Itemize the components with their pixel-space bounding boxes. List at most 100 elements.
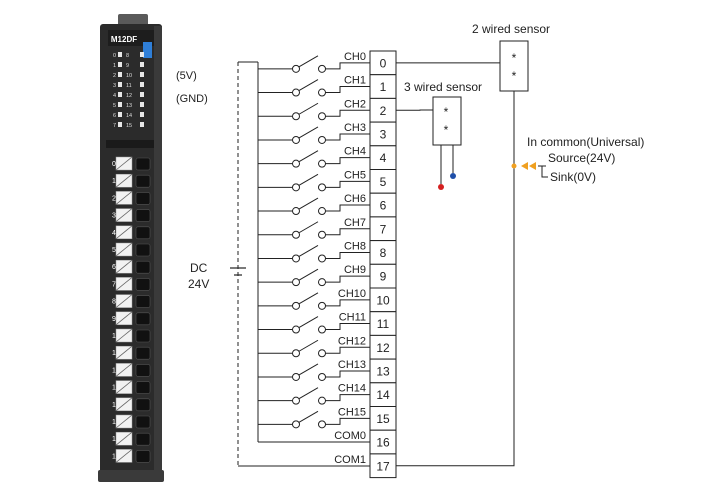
switch-contact-left bbox=[292, 301, 300, 310]
module-pin-label: 11 bbox=[112, 350, 119, 357]
module-side-rail bbox=[154, 26, 162, 478]
module-pin-screw bbox=[135, 346, 151, 360]
module-pin-screw bbox=[135, 312, 151, 326]
module-pin-screw bbox=[135, 192, 151, 205]
switch-contact-left bbox=[292, 420, 300, 429]
module-pin-label: 6 bbox=[112, 264, 116, 271]
module-bottom-foot bbox=[98, 470, 164, 482]
module-pin-lever bbox=[115, 397, 133, 412]
switch-contact-left bbox=[292, 135, 300, 144]
terminal-number: 8 bbox=[380, 246, 387, 260]
switch-blade bbox=[298, 150, 319, 163]
terminal-cell bbox=[369, 453, 397, 479]
switch-contact-right bbox=[318, 325, 326, 334]
channel-label: CH11 bbox=[339, 312, 366, 324]
channel-label: CH5 bbox=[344, 169, 366, 181]
module-top-latch bbox=[118, 14, 148, 26]
channel-label: CH6 bbox=[344, 193, 366, 205]
terminal-number: 11 bbox=[377, 317, 390, 331]
terminal-number: 9 bbox=[380, 270, 387, 284]
switch-lead-right bbox=[325, 251, 370, 259]
switch-contact-right bbox=[318, 159, 326, 168]
module-pin-lever bbox=[115, 328, 133, 343]
switch-blade bbox=[298, 410, 319, 423]
switch-contact-left bbox=[292, 207, 300, 216]
led-right bbox=[140, 52, 144, 57]
module-pin-screw bbox=[135, 209, 151, 222]
sensor2-mark-1: * bbox=[512, 51, 517, 65]
module-pin-screw bbox=[135, 450, 151, 463]
module-pin-screw bbox=[135, 295, 151, 308]
module-pin-label: 0 bbox=[112, 161, 116, 168]
module-pin-lever bbox=[115, 345, 133, 360]
switch-lead-right bbox=[325, 86, 370, 94]
blue-terminal bbox=[450, 173, 456, 179]
module-pin-label: 5 bbox=[112, 247, 116, 254]
module-pin-screw bbox=[135, 278, 151, 291]
led-label-left: 6 bbox=[113, 113, 116, 119]
module-pin-screw bbox=[135, 329, 151, 343]
switch-blade bbox=[298, 292, 319, 305]
switch-blade bbox=[298, 316, 319, 328]
module-pin-screw bbox=[135, 432, 151, 446]
module-pin-lever bbox=[115, 173, 133, 188]
switch-contact-right bbox=[318, 183, 326, 192]
channel-label: CH8 bbox=[344, 240, 366, 252]
module-pin-lever bbox=[115, 242, 133, 257]
label-gnd: (GND) bbox=[176, 93, 208, 105]
module-pin-lever bbox=[115, 225, 133, 240]
led-label-right: 15 bbox=[126, 123, 132, 129]
switch-blade bbox=[298, 79, 319, 91]
module-pin-screw bbox=[135, 260, 151, 274]
module-pin-lever bbox=[115, 191, 133, 205]
terminal-number: 10 bbox=[376, 293, 390, 307]
two-wired-sensor: 2 wired sensor * * bbox=[472, 22, 550, 92]
source-label: Source(24V) bbox=[548, 151, 615, 165]
terminal-number: 14 bbox=[376, 388, 390, 402]
switch-contact-left bbox=[292, 372, 300, 381]
channel-label: CH3 bbox=[344, 122, 366, 134]
led-label-right: 14 bbox=[126, 113, 132, 119]
led-label-right: 8 bbox=[126, 53, 129, 59]
terminal-number: 17 bbox=[376, 459, 390, 473]
led-label-left: 5 bbox=[113, 103, 116, 109]
switch-blade bbox=[298, 126, 319, 139]
module-pin-lever bbox=[115, 431, 133, 446]
led-left bbox=[118, 102, 122, 107]
switch-contact-left bbox=[292, 278, 300, 287]
wires bbox=[230, 61, 515, 467]
led-left bbox=[118, 112, 122, 117]
module-pin-screw bbox=[135, 364, 151, 377]
terminal-number: 6 bbox=[380, 199, 387, 213]
led-right bbox=[140, 122, 144, 127]
switch-lead-right bbox=[325, 346, 370, 354]
switch-contact-right bbox=[318, 207, 326, 216]
switch-lead-right bbox=[325, 133, 370, 141]
terminal-number: 16 bbox=[376, 436, 390, 450]
switch-lead-right bbox=[325, 228, 370, 236]
switch-contact-right bbox=[318, 396, 326, 405]
module-pin-label: 3 bbox=[112, 213, 116, 220]
common-annotation: In common(Universal) Source(24V) Sink(0V… bbox=[511, 135, 644, 184]
switch-blade bbox=[298, 387, 319, 400]
module-status-led bbox=[143, 42, 152, 58]
switch-contact-right bbox=[318, 301, 326, 310]
label-dc: DC bbox=[190, 261, 208, 275]
switch-lead-right bbox=[325, 157, 370, 165]
switch-contact-right bbox=[318, 112, 326, 121]
terminal-number: 4 bbox=[380, 151, 387, 165]
terminal-number: 7 bbox=[380, 222, 387, 236]
led-right bbox=[140, 72, 144, 77]
module-pin-screw bbox=[135, 415, 151, 429]
switch-lead-right bbox=[325, 109, 370, 117]
led-right bbox=[140, 82, 144, 87]
led-label-right: 11 bbox=[126, 83, 132, 89]
channel-label: CH12 bbox=[338, 335, 366, 347]
sensor3-mark-1: * bbox=[444, 105, 449, 119]
switch-contact-left bbox=[292, 88, 300, 97]
switch-lead-right bbox=[325, 299, 370, 307]
switch-lead-right bbox=[325, 394, 370, 402]
